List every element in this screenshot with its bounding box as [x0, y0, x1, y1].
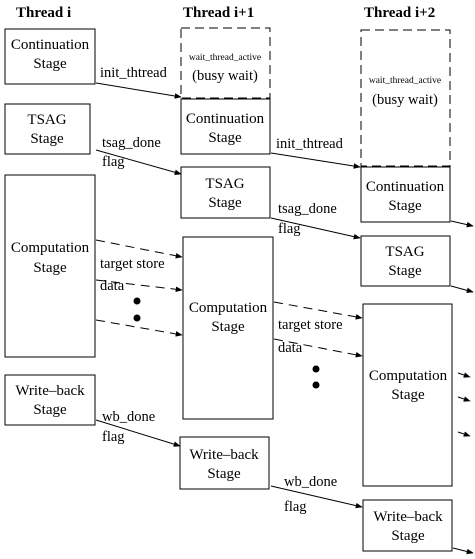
stage-name: Computation [189, 300, 268, 316]
stage-name: Write–back [15, 383, 85, 399]
tsag-done-label-2: tsag_done [278, 201, 337, 217]
thread-i-continuation-stage: Continuation Stage [4, 28, 96, 85]
target-store-label-2: target store [278, 317, 343, 333]
wait-signal: wait_thread_active [369, 76, 441, 86]
stage-name: Continuation [366, 179, 445, 195]
thread-i2-computation-stage: Computation Stage [362, 303, 453, 487]
stage-name: TSAG [205, 176, 244, 192]
wait-signal: wait_thread_active [189, 53, 261, 63]
wb-done-label-1: wb_done [102, 409, 155, 425]
store-arrow-i1-1 [273, 301, 363, 320]
thread-i-computation-stage: Computation Stage [4, 174, 96, 358]
init-label-1: init_thtread [100, 65, 168, 81]
thread-i1-continuation-stage: Continuation Stage [180, 98, 271, 155]
stage-word: Stage [33, 56, 67, 72]
wb-done-arrow-i1-to-i2 [270, 485, 363, 509]
tsag-done-arrow-out [450, 285, 474, 294]
stage-word: Stage [207, 466, 241, 482]
stage-name: Continuation [11, 37, 90, 53]
target-store-label-1: target store [100, 256, 165, 272]
init-arrow-i1-to-i2 [270, 152, 361, 169]
ellipsis-dot [133, 314, 141, 322]
stage-word: Stage [391, 387, 425, 403]
stage-word: Stage [388, 263, 422, 279]
stage-name: TSAG [385, 244, 424, 260]
init-arrow-i-to-i1 [95, 82, 182, 99]
stage-name: Computation [11, 240, 90, 256]
stage-word: Stage [33, 402, 67, 418]
store-arrow-i-3 [95, 319, 183, 337]
stage-word: Stage [33, 260, 67, 276]
data-label-2: data [278, 340, 303, 356]
flag-label-2: flag [278, 221, 301, 237]
wait-mode: (busy wait) [372, 92, 438, 108]
tsag-done-arrow-i1-to-i2 [270, 217, 361, 240]
thread-i-tsag-stage: TSAG Stage [4, 103, 91, 155]
ellipsis-dot [312, 381, 320, 389]
thread-i1-wait-box: wait_thread_active (busy wait) [180, 27, 271, 99]
store-arrow-out-1 [457, 372, 471, 378]
tsag-done-arrow-i-to-i1 [95, 149, 182, 175]
stage-word: Stage [30, 131, 64, 147]
init-label-2: init_thtread [276, 136, 344, 152]
header-thread-i2: Thread i+2 [364, 5, 435, 21]
thread-i-writeback-stage: Write–back Stage [4, 374, 96, 426]
store-arrow-out-3 [457, 431, 471, 437]
thread-i2-tsag-stage: TSAG Stage [360, 235, 451, 287]
thread-i1-tsag-stage: TSAG Stage [180, 166, 271, 219]
stage-name: TSAG [27, 112, 66, 128]
wait-mode: (busy wait) [192, 68, 258, 84]
flag-label-3: flag [102, 429, 125, 445]
tsag-done-label-1: tsag_done [102, 135, 161, 151]
thread-i2-continuation-stage: Continuation Stage [360, 166, 451, 223]
thread-i2-writeback-stage: Write–back Stage [362, 499, 453, 552]
stage-name: Continuation [186, 111, 265, 127]
stage-word: Stage [391, 528, 425, 544]
stage-word: Stage [208, 195, 242, 211]
thread-i2-wait-box: wait_thread_active (busy wait) [360, 29, 451, 167]
thread-i1-computation-stage: Computation Stage [182, 236, 274, 420]
stage-word: Stage [208, 130, 242, 146]
init-arrow-out [450, 220, 474, 228]
header-thread-i: Thread i [16, 5, 71, 21]
stage-name: Write–back [189, 447, 259, 463]
flag-label-1: flag [102, 154, 125, 170]
wb-done-label-2: wb_done [284, 474, 337, 490]
ellipsis-dot [133, 297, 141, 305]
store-arrow-out-2 [457, 396, 471, 402]
header-thread-i1: Thread i+1 [183, 5, 254, 21]
wb-done-arrow-out [452, 547, 474, 555]
thread-i1-writeback-stage: Write–back Stage [179, 436, 270, 490]
store-arrow-i-1 [95, 239, 183, 259]
data-label-1: data [100, 278, 125, 294]
stage-name: Write–back [373, 509, 443, 525]
stage-name: Computation [369, 368, 448, 384]
stage-word: Stage [388, 198, 422, 214]
flag-label-4: flag [284, 499, 307, 515]
wb-done-arrow-i-to-i1 [95, 419, 181, 447]
ellipsis-dot [312, 365, 320, 373]
stage-word: Stage [211, 319, 245, 335]
